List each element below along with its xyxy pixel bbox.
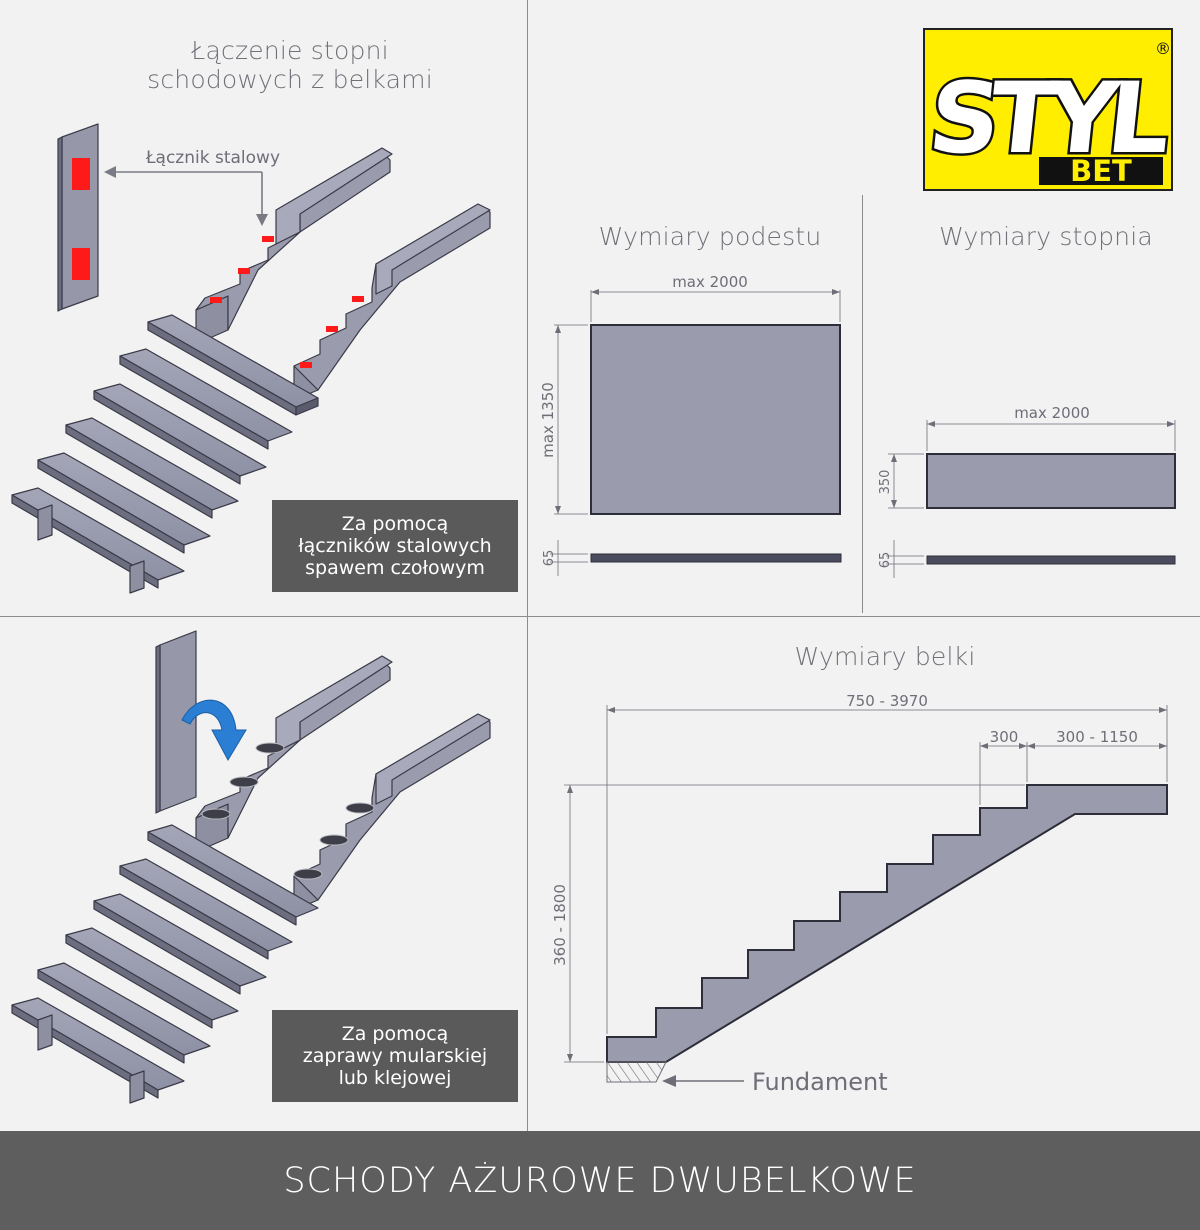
treads-mortar [11, 824, 319, 1104]
note-mortar: Za pomocą zaprawy mularskiej lub klejowe… [272, 1010, 518, 1102]
step-drawing [926, 453, 1176, 565]
vertical-divider-right [862, 195, 863, 613]
registered-mark-icon: ® [1155, 39, 1171, 58]
stair-illustration-steel [11, 123, 491, 594]
stringer-back-mortar [195, 655, 393, 853]
step-title: Wymiary stopnia [939, 222, 1153, 251]
beam-section-mortar [155, 630, 197, 814]
note-mortar-line1: Za pomocą [341, 1023, 449, 1045]
treads-steel [11, 314, 319, 594]
note-steel-welding: Za pomocą łączników stalowych spawem czo… [272, 500, 518, 592]
stringer-front-mortar [293, 713, 491, 911]
landing-title: Wymiary podestu [598, 222, 822, 251]
steel-connector-label: Łącznik stalowy [145, 148, 280, 168]
horizontal-divider-right [528, 616, 1200, 617]
foundation-label: Fundament [752, 1068, 888, 1096]
step-thickness-label: 65 [878, 552, 893, 569]
step-dimension-arrows [891, 421, 1175, 508]
landing-drawing [590, 324, 842, 563]
footer-title: SCHODY AŻUROWE DWUBELKOWE [283, 1160, 917, 1201]
beam-dimension-arrows [567, 707, 1167, 1062]
stylbet-logo: STYL BET ® [921, 28, 1176, 191]
footer-banner: SCHODY AŻUROWE DWUBELKOWE [0, 1131, 1200, 1230]
stringer-front-steel [293, 203, 491, 401]
note-mortar-line2: zaprawy mularskiej [302, 1045, 488, 1067]
connection-title: Łączenie stopni schodowych z belkami [100, 36, 480, 94]
beam-drawing [606, 784, 1168, 1083]
step-width-label: max 2000 [1014, 404, 1090, 422]
landing-thickness-label: 65 [542, 550, 557, 567]
logo-main-text: STYL [924, 62, 1174, 176]
rotate-arrow-icon [181, 699, 247, 762]
beam-height-label: 360 - 1800 [551, 884, 569, 966]
step-depth-label: 350 [878, 470, 893, 495]
note-steel-line1: Za pomocą [341, 513, 449, 535]
landing-depth-label: max 1350 [539, 382, 557, 458]
logo-sub-text: BET [1070, 154, 1132, 188]
stringer-back-steel [195, 147, 393, 345]
stair-illustration-mortar [11, 630, 491, 1104]
landing-dimension-arrows [555, 289, 840, 514]
note-steel-line3: spawem czołowym [305, 557, 485, 579]
beam-step-label: 300 [990, 728, 1019, 746]
vertical-divider-main [527, 0, 528, 1131]
steel-connector-callout [104, 166, 268, 226]
connection-title-line1: Łączenie stopni [191, 36, 389, 65]
beam-section-steel [57, 123, 99, 312]
stylbet-logo-art: STYL BET ® [921, 39, 1176, 188]
connection-title-line2: schodowych z belkami [147, 65, 433, 94]
note-steel-line2: łączników stalowych [298, 535, 492, 557]
beam-dimension-lines [564, 705, 1168, 1063]
note-mortar-line3: lub klejowej [338, 1067, 452, 1089]
horizontal-divider-left [0, 616, 527, 617]
landing-dimension-lines [550, 290, 841, 576]
beam-length-label: 750 - 3970 [846, 692, 928, 710]
beam-title: Wymiary belki [794, 642, 976, 671]
landing-width-label: max 2000 [672, 273, 748, 291]
beam-top-label: 300 - 1150 [1056, 728, 1138, 746]
foundation-arrow [662, 1075, 744, 1087]
